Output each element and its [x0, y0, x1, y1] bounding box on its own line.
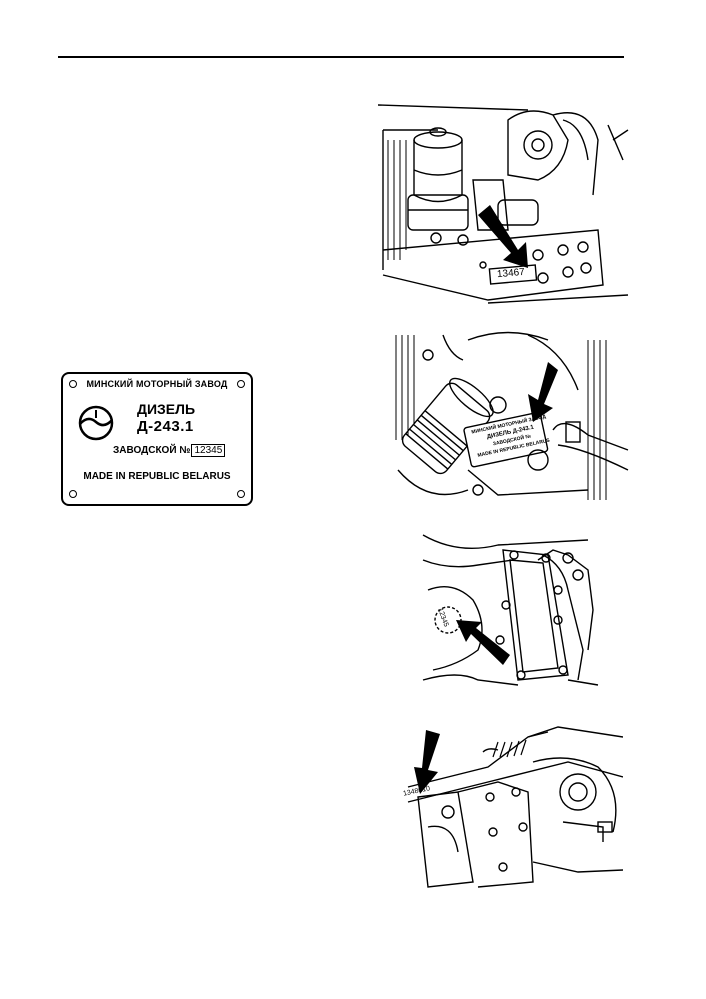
- transmission-stamp-illustration: 1348010: [398, 722, 623, 892]
- mmz-logo-icon: [78, 405, 114, 441]
- nameplate-manufacturer: МИНСКИЙ МОТОРНЫЙ ЗАВОД: [86, 379, 228, 389]
- nameplate-serial-number: 12345: [191, 444, 226, 457]
- engine-nameplate: МИНСКИЙ МОТОРНЫЙ ЗАВОД ДИЗЕЛЬ Д-243.1 ЗА…: [61, 372, 253, 506]
- rivet-hole-icon: [237, 380, 245, 388]
- nameplate-origin: MADE IN REPUBLIC BELARUS: [83, 471, 231, 482]
- nameplate-engine-type: ДИЗЕЛЬ: [137, 401, 196, 417]
- gearbox-stamp-illustration: 12345: [418, 530, 603, 695]
- rivet-hole-icon: [69, 380, 77, 388]
- engine-nameplate-location-illustration: МИНСКИЙ МОТОРНЫЙ ЗАВОД ДИЗЕЛЬ Д-243.1 ЗА…: [388, 330, 633, 505]
- engine-block-stamp-illustration: 13467: [378, 100, 633, 305]
- header-rule: [58, 56, 624, 58]
- nameplate-serial-label: ЗАВОДСКОЙ №: [113, 445, 191, 456]
- nameplate-engine-model: Д-243.1: [137, 418, 194, 435]
- rivet-hole-icon: [237, 490, 245, 498]
- rivet-hole-icon: [69, 490, 77, 498]
